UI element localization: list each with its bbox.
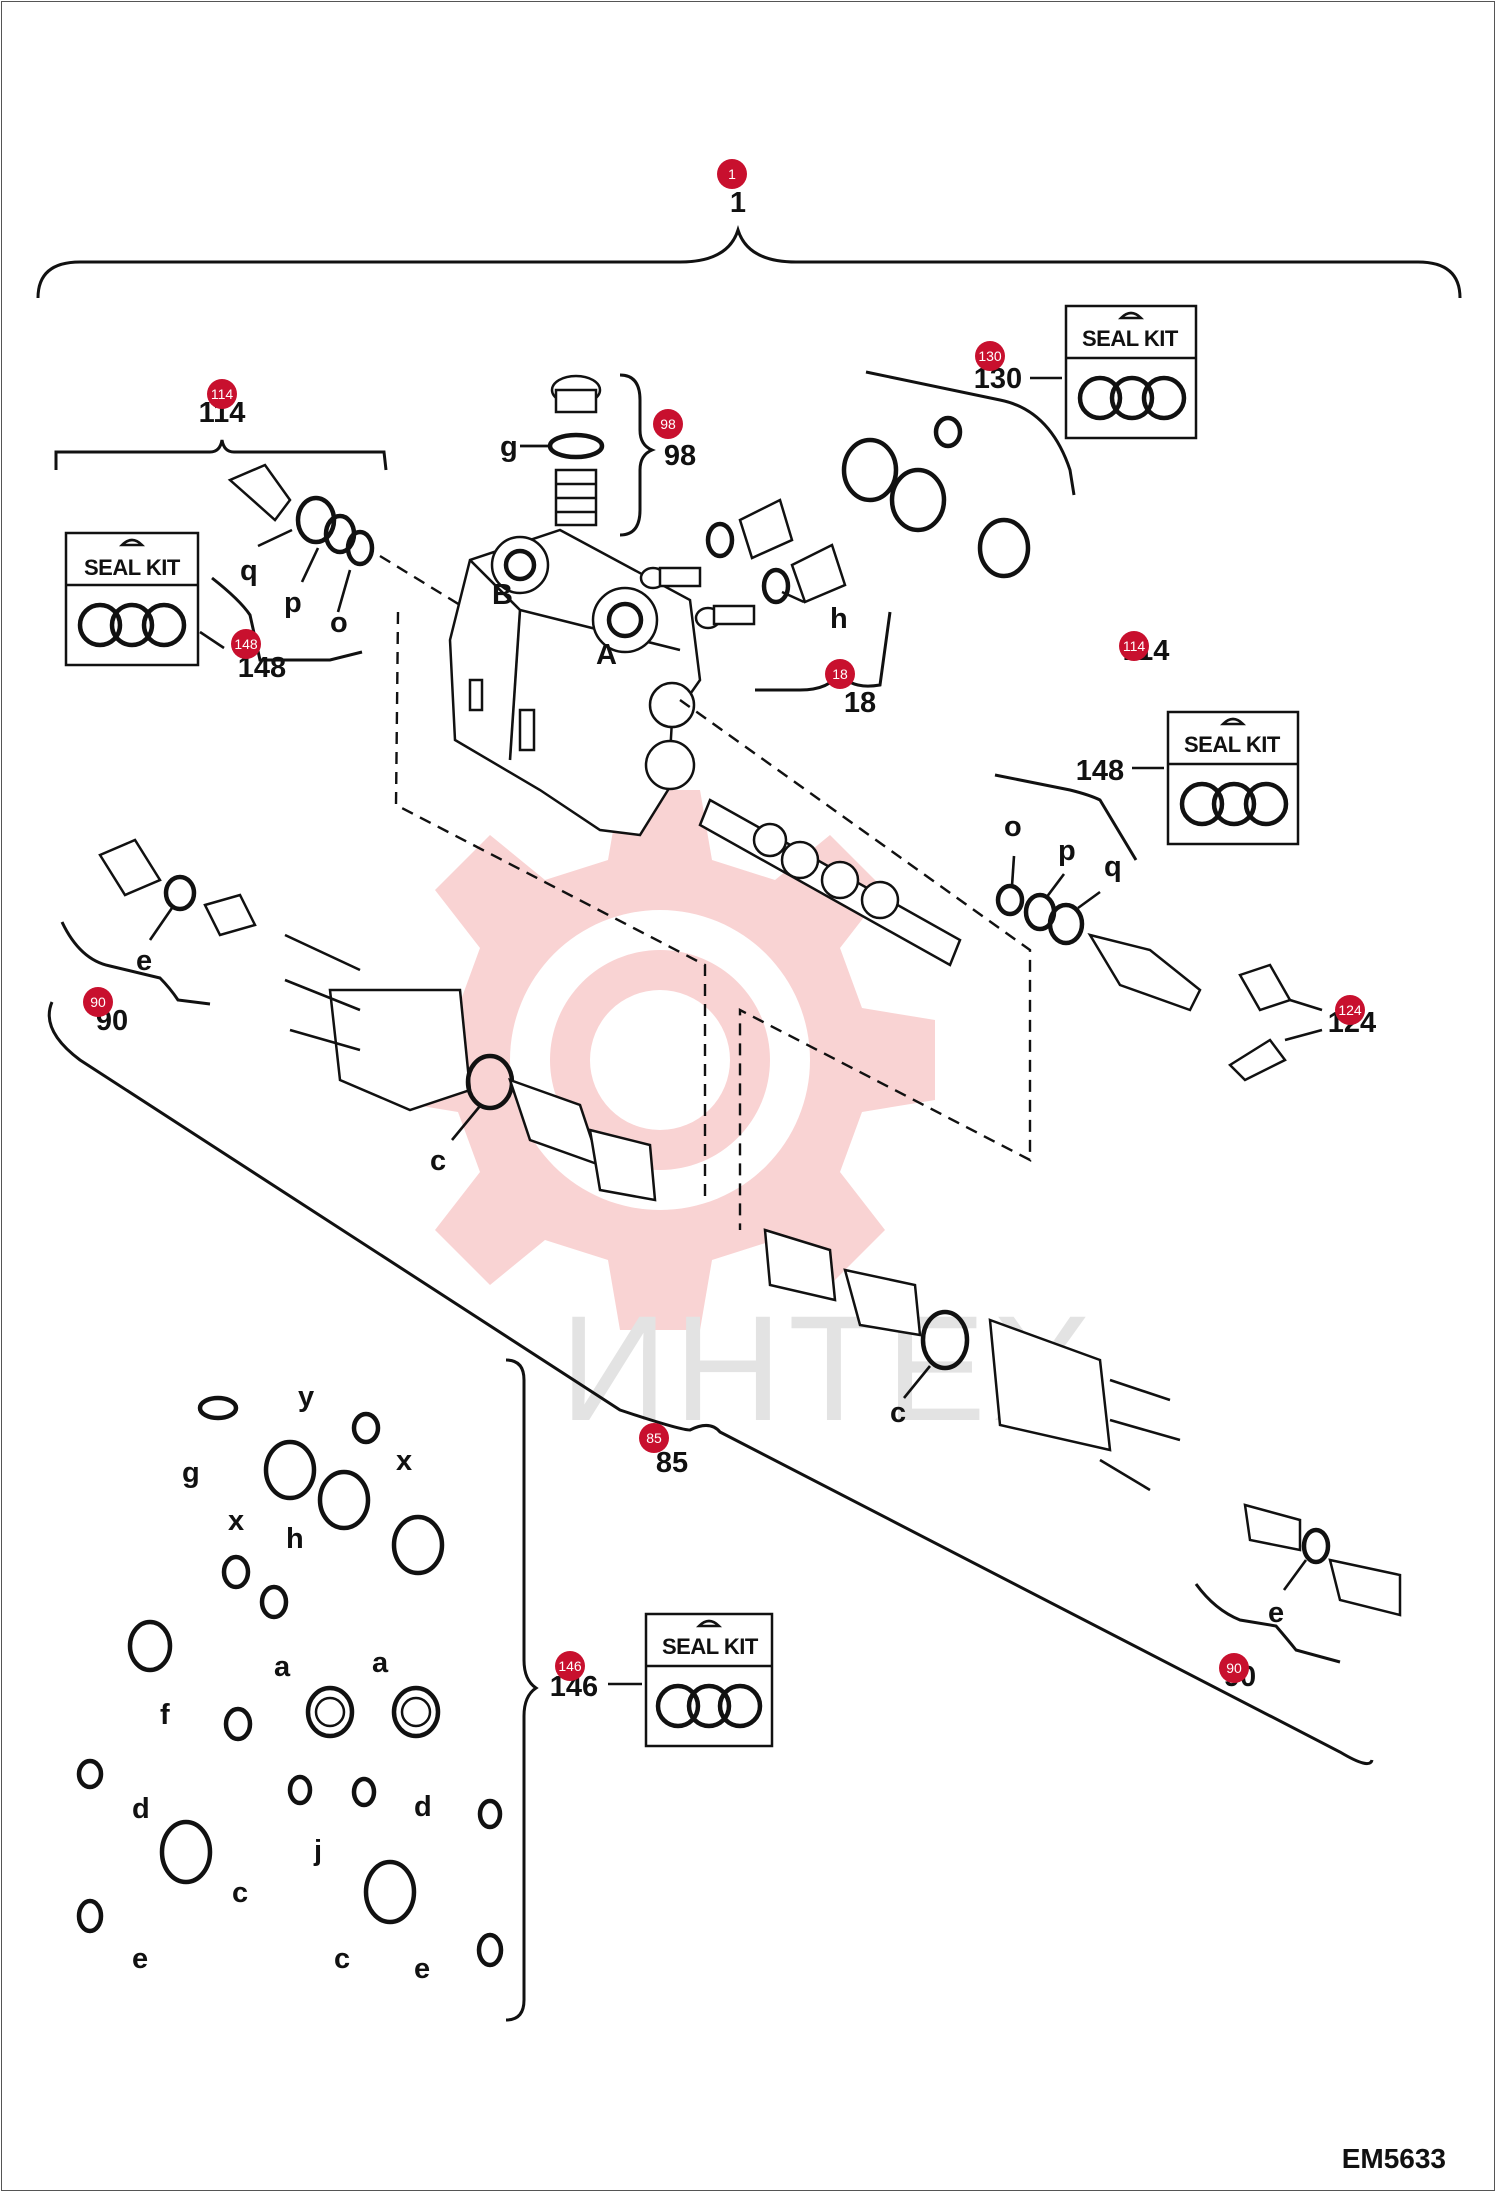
part-letter: o (1004, 811, 1022, 843)
badge-text: 130 (978, 348, 1002, 364)
callout-label-18: 18 (844, 687, 876, 719)
callout-label-1: 1 (730, 187, 746, 219)
part-letter: c (890, 1397, 906, 1429)
part-letter: g (182, 1457, 200, 1489)
part-letter: p (284, 587, 302, 619)
callout-badge-146[interactable]: 146 (555, 1651, 585, 1681)
callout-badge-124[interactable]: 124 (1335, 995, 1365, 1025)
part-letter: a (372, 1647, 389, 1679)
seal-kit-label: SEAL KIT (662, 1634, 759, 1659)
part-letter: h (830, 603, 848, 635)
badge-text: 98 (660, 416, 676, 432)
seal-kit-label: SEAL KIT (1082, 326, 1179, 351)
callout-badge-85[interactable]: 85 (639, 1423, 669, 1453)
part-letter: c (232, 1877, 248, 1909)
spring-assembly-right (763, 1228, 1402, 1617)
callout-badge-130[interactable]: 130 (975, 341, 1005, 371)
part-letter: e (136, 945, 152, 977)
brace-90-right (1194, 1583, 1341, 1664)
badge-text: 18 (832, 666, 848, 682)
part-letter: c (334, 1943, 350, 1975)
seal-rings-130 (841, 415, 1031, 579)
part-letter: e (414, 1953, 430, 1985)
part-letter: j (313, 1835, 322, 1867)
drawing-code: EM5633 (1342, 2143, 1446, 2174)
seals-right (995, 883, 1085, 946)
callout-badge-114[interactable]: 114 (207, 379, 237, 409)
part-letter: x (396, 1445, 412, 1477)
part-letter: d (414, 1791, 432, 1823)
callout-label-98: 98 (664, 440, 696, 472)
part-letter: q (1104, 851, 1122, 883)
callout-badge-98[interactable]: 98 (653, 409, 683, 439)
part-letter: e (132, 1943, 148, 1975)
badge-text: 114 (211, 386, 234, 402)
callout-badge-90[interactable]: 90 (83, 987, 113, 1017)
callout-badge-90b[interactable]: 90 (1219, 1653, 1249, 1683)
badge-text: 148 (234, 636, 258, 652)
port-letter: B (492, 579, 513, 611)
part-letter: q (240, 555, 258, 587)
seal-kit-label: SEAL KIT (1184, 732, 1281, 757)
relief-valve (547, 374, 605, 527)
main-spool (698, 798, 962, 967)
check-valves (639, 498, 847, 630)
seal-kit-icon (64, 531, 200, 667)
callout-badge-18[interactable]: 18 (825, 659, 855, 689)
brace-90-left (60, 921, 211, 1006)
callout-badge-148[interactable]: 148 (231, 629, 261, 659)
brace-85 (47, 1001, 1374, 1766)
brace-148-right (994, 773, 1138, 861)
part-letter: y (298, 1381, 314, 1413)
part-letter: f (160, 1699, 170, 1731)
badge-text: 90 (90, 994, 106, 1010)
callout-badge-114b[interactable]: 114 (1119, 631, 1149, 661)
spring-assembly-left (98, 838, 657, 1202)
end-plug-left (227, 463, 375, 567)
brace-130 (865, 370, 1076, 496)
badge-text: 1 (728, 166, 736, 182)
leader-lines (148, 444, 1308, 1591)
part-letter: e (1268, 1597, 1284, 1629)
badge-text: 146 (558, 1658, 582, 1674)
part-letter: a (274, 1651, 291, 1683)
brace-114-left (54, 439, 388, 471)
end-plug-right (1087, 933, 1292, 1082)
badge-text: 124 (1338, 1002, 1362, 1018)
seal-kit-contents (76, 1395, 504, 1968)
part-letter: c (430, 1145, 446, 1177)
seal-kit-icon (1064, 304, 1198, 440)
valve-body (448, 528, 702, 837)
brace-98 (619, 373, 656, 537)
seal-kit-label: SEAL KIT (84, 555, 181, 580)
part-letter: o (330, 607, 348, 639)
seal-kit-icon (1166, 710, 1300, 846)
badge-text: 90 (1226, 1660, 1242, 1676)
badge-text: 114 (1123, 638, 1146, 654)
assembly-brace (36, 224, 1462, 299)
part-letter: p (1058, 835, 1076, 867)
seal-kit-icon (644, 1612, 774, 1748)
callout-badge-1[interactable]: 1 (717, 159, 747, 189)
brace-18 (755, 611, 892, 692)
part-letter: g (500, 431, 518, 463)
callout-label-148b: 148 (1076, 755, 1124, 787)
part-letter: h (286, 1523, 304, 1555)
port-letter: A (596, 639, 617, 671)
part-letter: x (228, 1505, 244, 1537)
callout-label-85: 85 (656, 1447, 688, 1479)
badge-text: 85 (646, 1430, 662, 1446)
brace-146 (505, 1358, 539, 2022)
part-letter: d (132, 1793, 150, 1825)
